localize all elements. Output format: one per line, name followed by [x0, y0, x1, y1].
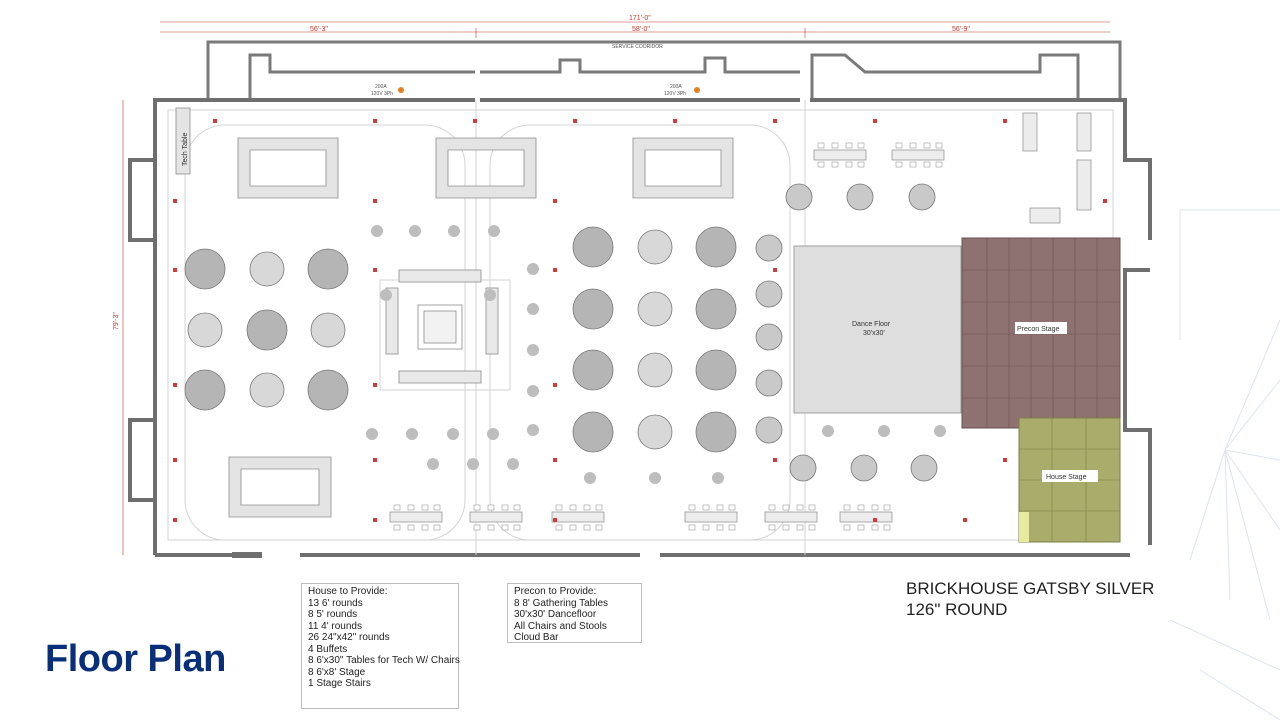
power-1-line1: 200A: [375, 84, 387, 90]
power-2-line1: 200A: [670, 84, 682, 90]
tables-4ft: [755, 183, 938, 482]
page-title: Floor Plan: [45, 638, 226, 680]
precon-provide-item: 8 8' Gathering Tables: [514, 597, 609, 609]
buffets: [228, 137, 734, 518]
dim-right: 56'-9": [952, 26, 970, 33]
house-provide-heading: House to Provide:: [308, 586, 388, 597]
power-2-line2: 120V 3Ph: [664, 91, 686, 97]
precon-provide-item: 30'x30' Dancefloor: [514, 609, 597, 620]
house-provide-item: 13 6' rounds: [308, 597, 363, 609]
precon-provide-item: Cloud Bar: [514, 632, 559, 643]
room-walls: [128, 98, 1152, 557]
house-provide-item: 4 Buffets: [308, 643, 348, 655]
dim-total: 171'-0": [629, 15, 651, 22]
dance-floor: [793, 245, 962, 414]
cocktail-rounds: [366, 225, 946, 484]
tech-table-label: Tech Table: [182, 133, 189, 166]
house-stage-label: House Stage: [1046, 474, 1087, 481]
dim-left: 56'-3": [310, 26, 328, 33]
gatsby-note: BRICKHOUSE GATSBY SILVER 126" ROUND: [906, 578, 1154, 620]
decorative-line-art: [1170, 209, 1280, 720]
bar-tables: [1022, 112, 1092, 211]
gathering-tables: [389, 149, 1061, 523]
service-corridor-label: SERVICE COORIDOR: [612, 44, 663, 50]
precon-stage-label: Precon Stage: [1017, 326, 1060, 333]
dim-center: 58'-0": [632, 26, 650, 33]
tables-5ft: [187, 229, 673, 450]
dance-floor-label-1: Dance Floor: [852, 321, 891, 328]
gatsby-line-1: BRICKHOUSE GATSBY SILVER: [906, 579, 1155, 598]
precon-provide-item: All Chairs and Stools: [514, 620, 607, 632]
house-provide-item: 1 Stage Stairs: [308, 678, 371, 689]
house-provide-item: 8 6'x30" Tables for Tech W/ Chairs: [308, 655, 460, 666]
chairs: [393, 142, 943, 531]
center-bar: [385, 269, 499, 384]
tech-table: [175, 107, 191, 175]
dance-floor-label-2: 30'x30': [863, 330, 885, 337]
precon-provide-heading: Precon to Provide:: [514, 586, 597, 597]
precon-provide-box: Precon to Provide: 8 8' Gathering Tables…: [507, 583, 642, 643]
gatsby-line-2: 126" ROUND: [906, 600, 1008, 619]
house-provide-item: 8 6'x8' Stage: [308, 666, 366, 678]
house-provide-box: House to Provide: 13 6' rounds 8 5' roun…: [301, 583, 460, 709]
power-2-marker: [694, 87, 700, 93]
house-provide-item: 26 24"x42" rounds: [308, 632, 390, 643]
house-provide-item: 8 5' rounds: [308, 609, 358, 620]
tables-6ft: [184, 226, 737, 453]
dim-height: 79'-3": [113, 312, 120, 330]
power-1-marker: [398, 87, 404, 93]
house-provide-item: 11 4' rounds: [308, 620, 362, 632]
power-1-line2: 120V 3Ph: [371, 91, 393, 97]
red-markers: [173, 119, 1107, 522]
